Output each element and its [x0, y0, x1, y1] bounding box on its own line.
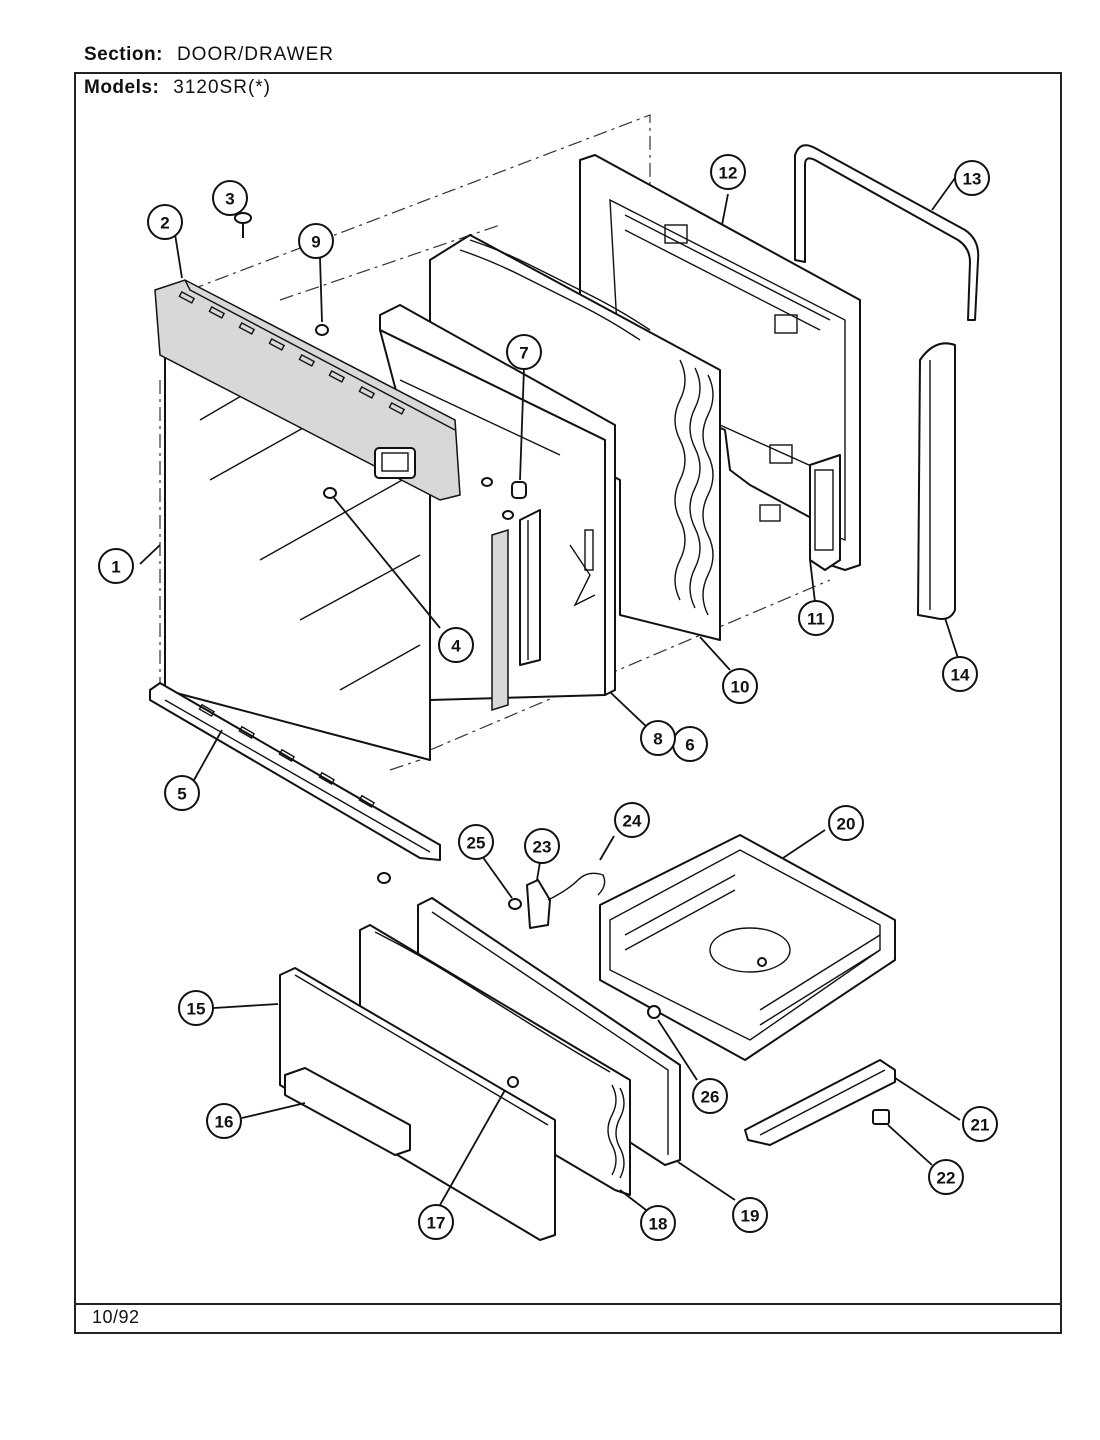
part-4-screw [323, 487, 337, 499]
callout-18: 18 [640, 1205, 676, 1241]
callout-13: 13 [954, 160, 990, 196]
callout-10: 10 [722, 668, 758, 704]
part-7-spacer [481, 477, 527, 520]
svg-text:26: 26 [701, 1088, 720, 1107]
svg-text:24: 24 [623, 812, 642, 831]
part-16-drawer-handle [284, 1067, 411, 1156]
section-value: DOOR/DRAWER [176, 44, 334, 65]
vent-slots [178, 291, 406, 415]
svg-text:21: 21 [971, 1116, 990, 1135]
svg-text:5: 5 [177, 785, 186, 804]
callout-22: 22 [928, 1159, 964, 1195]
svg-text:13: 13 [963, 170, 982, 189]
svg-text:22: 22 [937, 1169, 956, 1188]
part-15-drawer-front [279, 967, 556, 1241]
part-9-screw [315, 324, 329, 336]
callout-1: 1 [98, 548, 134, 584]
part-5-door-bottom-trim [149, 682, 441, 861]
callout-21: 21 [962, 1106, 998, 1142]
callout-3: 3 [212, 180, 248, 216]
svg-text:4: 4 [451, 637, 461, 656]
svg-text:19: 19 [741, 1207, 760, 1226]
callout-20: 20 [828, 805, 864, 841]
svg-text:12: 12 [719, 164, 738, 183]
part-13-door-gasket [794, 144, 980, 321]
part-20-drawer-body [599, 834, 896, 1061]
svg-text:2: 2 [160, 214, 169, 233]
callout-26: 26 [692, 1078, 728, 1114]
callout-25: 25 [458, 824, 494, 860]
svg-text:14: 14 [951, 666, 970, 685]
diagram-frame [74, 72, 1062, 1334]
part-21-drawer-rail [744, 1059, 896, 1146]
section-header: Section: DOOR/DRAWER [84, 44, 334, 66]
callout-15: 15 [178, 990, 214, 1026]
svg-text:3: 3 [225, 190, 234, 209]
date-code: 10/92 [92, 1307, 140, 1327]
callout-19: 19 [732, 1197, 768, 1233]
part-3-screw [234, 212, 252, 238]
svg-text:15: 15 [187, 1000, 206, 1019]
svg-text:25: 25 [467, 834, 486, 853]
svg-text:23: 23 [533, 838, 552, 857]
svg-text:20: 20 [837, 815, 856, 834]
section-label: Section: [84, 44, 163, 65]
models-value: 3120SR(*) [173, 77, 271, 98]
svg-text:10: 10 [731, 678, 750, 697]
callout-6: 6 [672, 726, 708, 762]
callout-5: 5 [164, 775, 200, 811]
part-23-latch [526, 879, 551, 929]
svg-text:18: 18 [649, 1215, 668, 1234]
svg-text:7: 7 [519, 344, 528, 363]
svg-text:17: 17 [427, 1214, 446, 1233]
svg-text:6: 6 [685, 736, 694, 755]
part-25-screw [508, 898, 522, 910]
part-11-hinge [809, 454, 841, 571]
svg-text:9: 9 [311, 233, 320, 252]
leader-lines [139, 177, 961, 1211]
models-header: Models: 3120SR(*) [84, 77, 271, 99]
callout-4: 4 [438, 627, 474, 663]
footer-divider [76, 1303, 1060, 1305]
callout-24: 24 [614, 802, 650, 838]
screws [234, 212, 527, 910]
models-label: Models: [84, 77, 160, 98]
callout-23: 23 [524, 828, 560, 864]
part-14-side-trim [917, 342, 956, 620]
svg-text:8: 8 [653, 730, 662, 749]
callout-2: 2 [147, 204, 183, 240]
part-24-wire [547, 872, 606, 901]
callout-14: 14 [942, 656, 978, 692]
part-2-door-top-trim [154, 279, 461, 501]
callout-9: 9 [298, 223, 334, 259]
svg-text:1: 1 [111, 558, 120, 577]
part-22-clip [872, 1109, 890, 1125]
callout-12: 12 [710, 154, 746, 190]
callout-7: 7 [506, 334, 542, 370]
callout-11: 11 [798, 600, 834, 636]
callout-16: 16 [206, 1103, 242, 1139]
svg-text:16: 16 [215, 1113, 234, 1132]
bottom-screw [377, 872, 391, 884]
callout-8: 8 [640, 720, 676, 756]
svg-text:11: 11 [807, 610, 825, 629]
callout-17: 17 [418, 1204, 454, 1240]
door-side-strips [491, 509, 541, 712]
